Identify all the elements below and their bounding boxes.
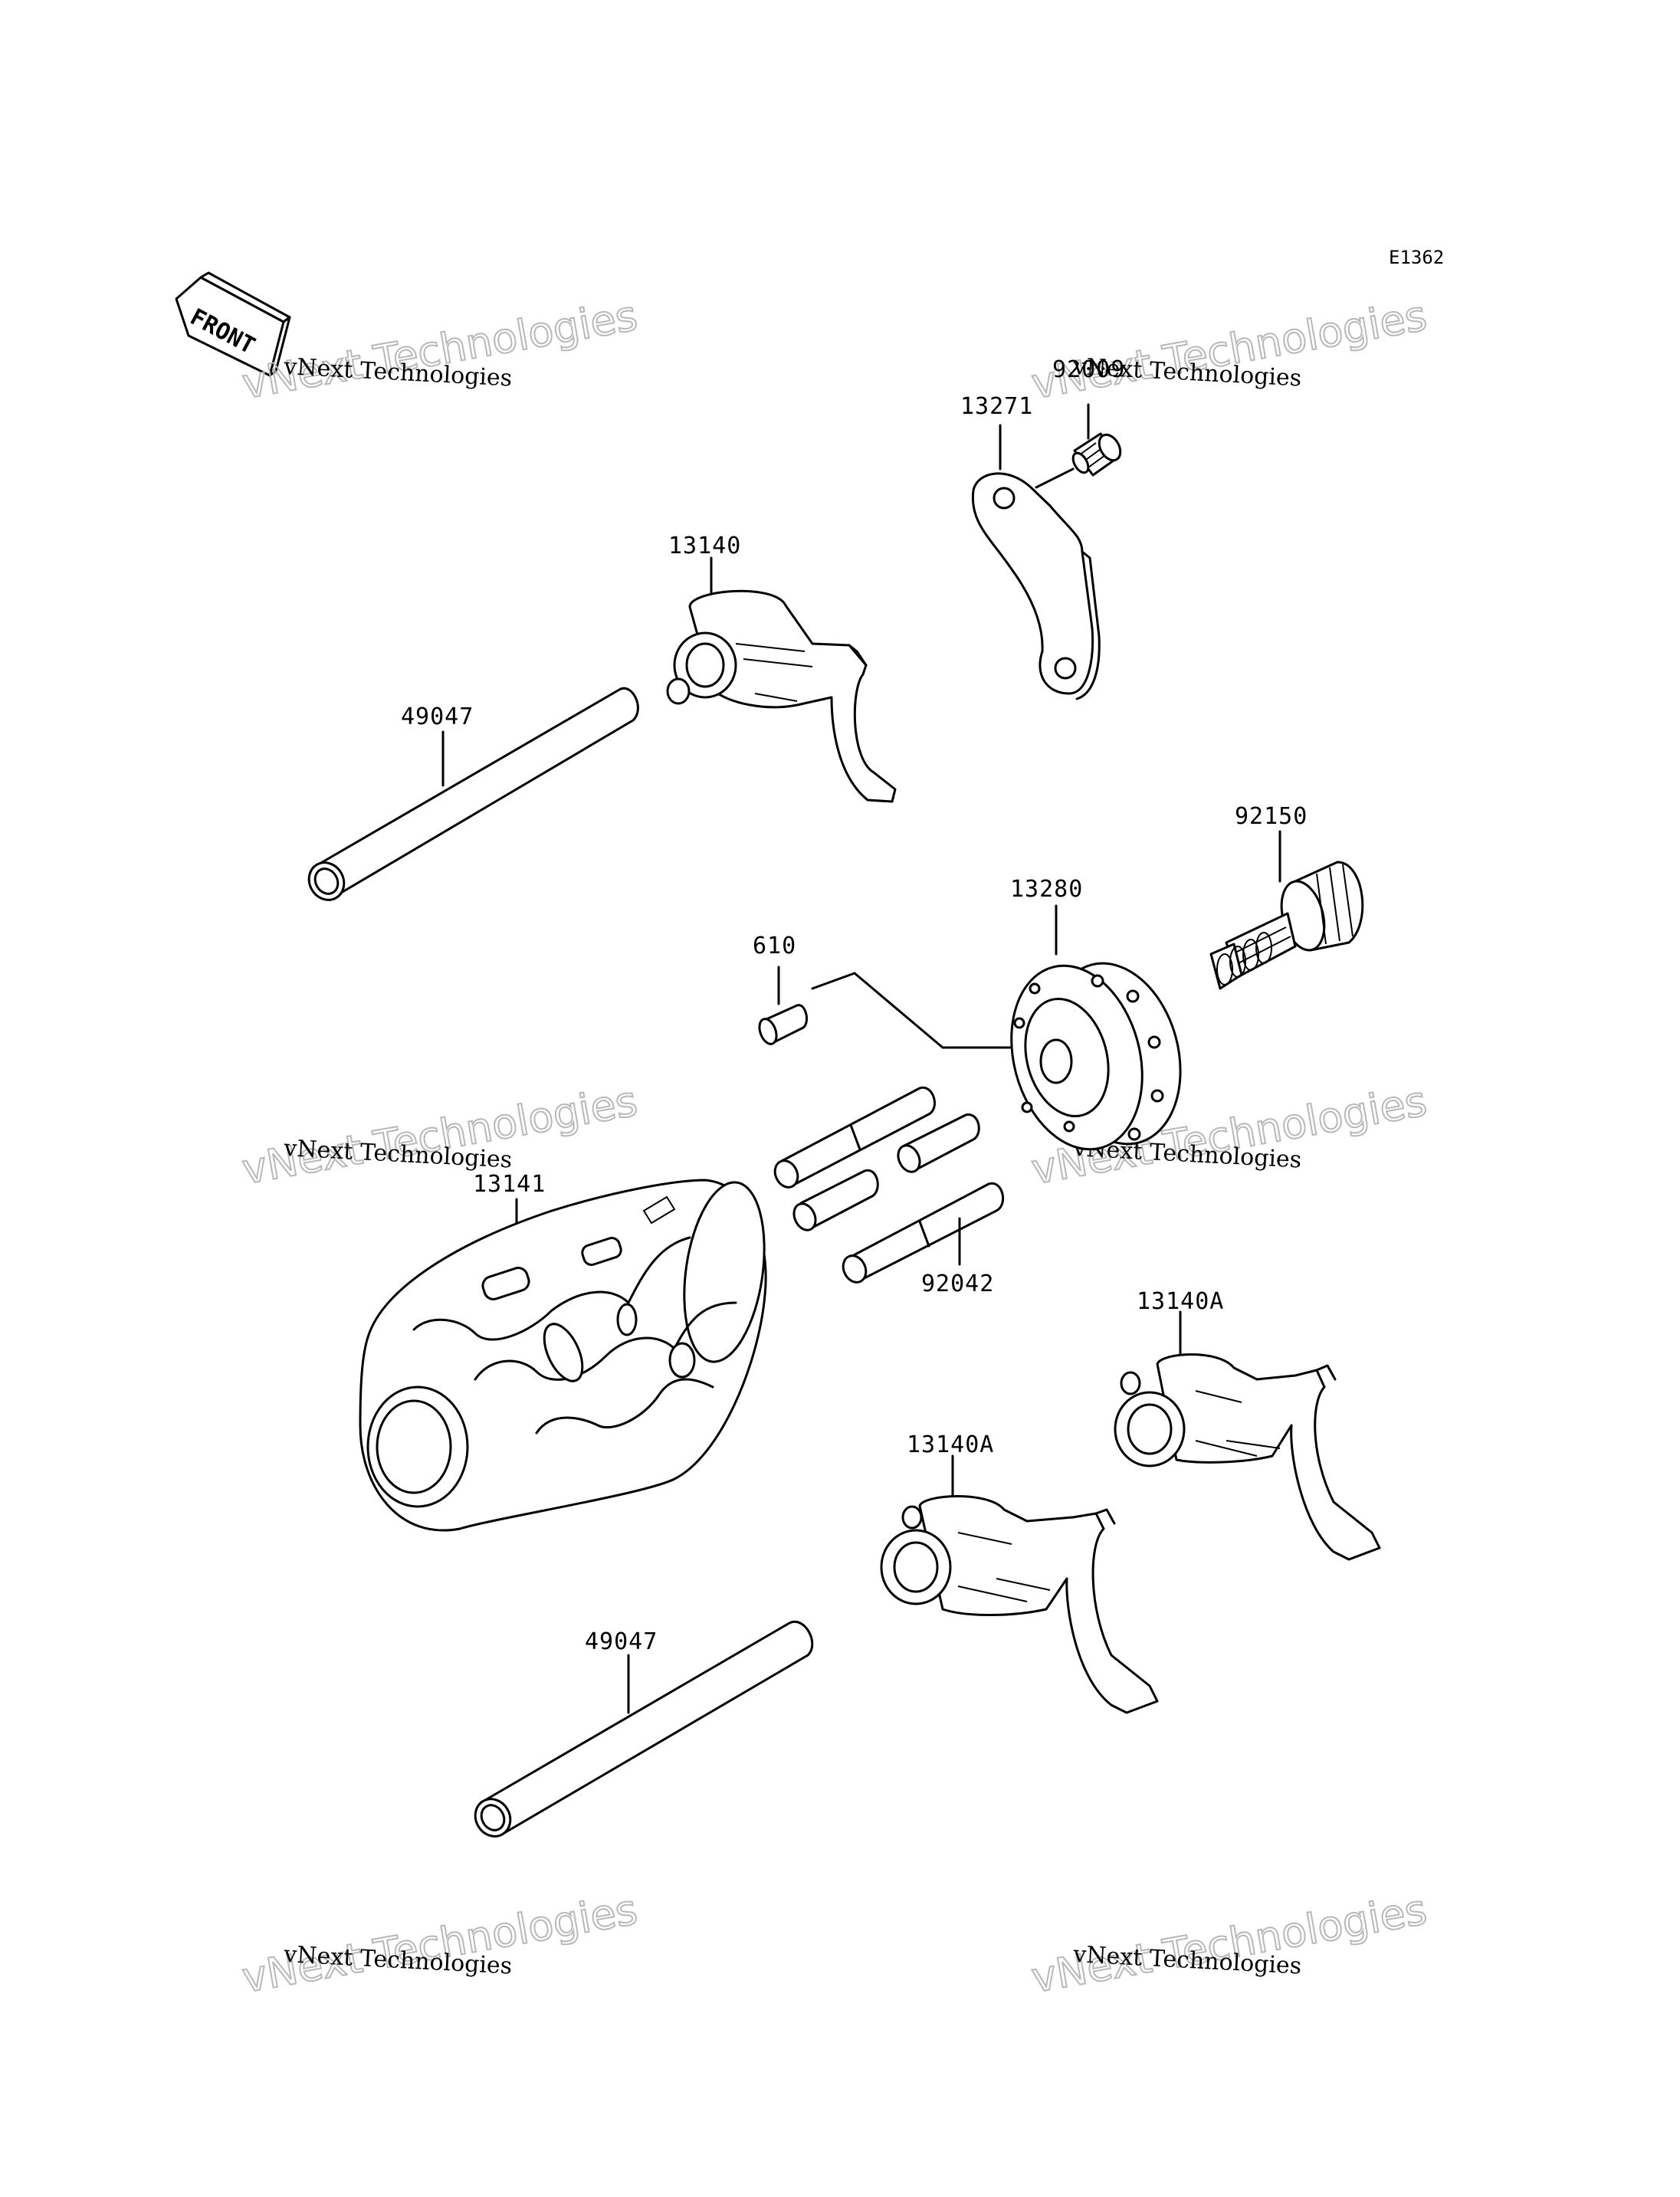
label-92009: 92009 [1052, 356, 1125, 383]
part-13271-plate [971, 424, 1101, 700]
part-92150-bolt [1209, 830, 1364, 990]
label-13271: 13271 [960, 393, 1033, 420]
label-92042: 92042 [921, 1271, 994, 1297]
part-13140A-shift-fork-right [1114, 1310, 1381, 1561]
label-49047-top: 49047 [401, 703, 474, 730]
svg-text:vNext Technologies: vNext Technologies [1028, 291, 1430, 408]
part-49047-shaft-bottom [474, 1620, 814, 1838]
label-13140: 13140 [668, 533, 741, 559]
front-arrow-icon: FRONT [175, 271, 291, 377]
part-13141-shift-drum [359, 1179, 767, 1532]
part-49047-shaft-top [307, 687, 639, 901]
label-92150: 92150 [1235, 803, 1308, 830]
label-13280: 13280 [1010, 876, 1083, 903]
watermark-3: vNext Technologies vNext Technologies [238, 1076, 641, 1195]
part-13280-drum-plate [811, 904, 1182, 1151]
part-92009-screw [1035, 403, 1122, 489]
label-13140A-center: 13140A [907, 1431, 994, 1458]
watermark-5: vNext Technologies vNext Technologies [238, 1884, 641, 2003]
label-13141: 13141 [473, 1171, 546, 1198]
diagram-code: E1362 [1389, 247, 1444, 268]
part-92042-pins [773, 1086, 1005, 1284]
part-610-pin [758, 966, 809, 1045]
watermark-6: vNext Technologies vNext Technologies [1027, 1884, 1431, 2003]
label-13140A-right: 13140A [1137, 1288, 1224, 1315]
part-13140A-shift-fork-center [880, 1454, 1159, 1714]
label-610: 610 [753, 933, 796, 959]
label-49047-bottom: 49047 [585, 1628, 658, 1655]
svg-text:vNext Technologies: vNext Technologies [238, 291, 641, 408]
watermark-1: vNext Technologies vNext Technologies [238, 290, 641, 409]
watermark-2: vNext Technologies vNext Technologies [1027, 290, 1431, 409]
part-13140-shift-fork [666, 556, 897, 803]
